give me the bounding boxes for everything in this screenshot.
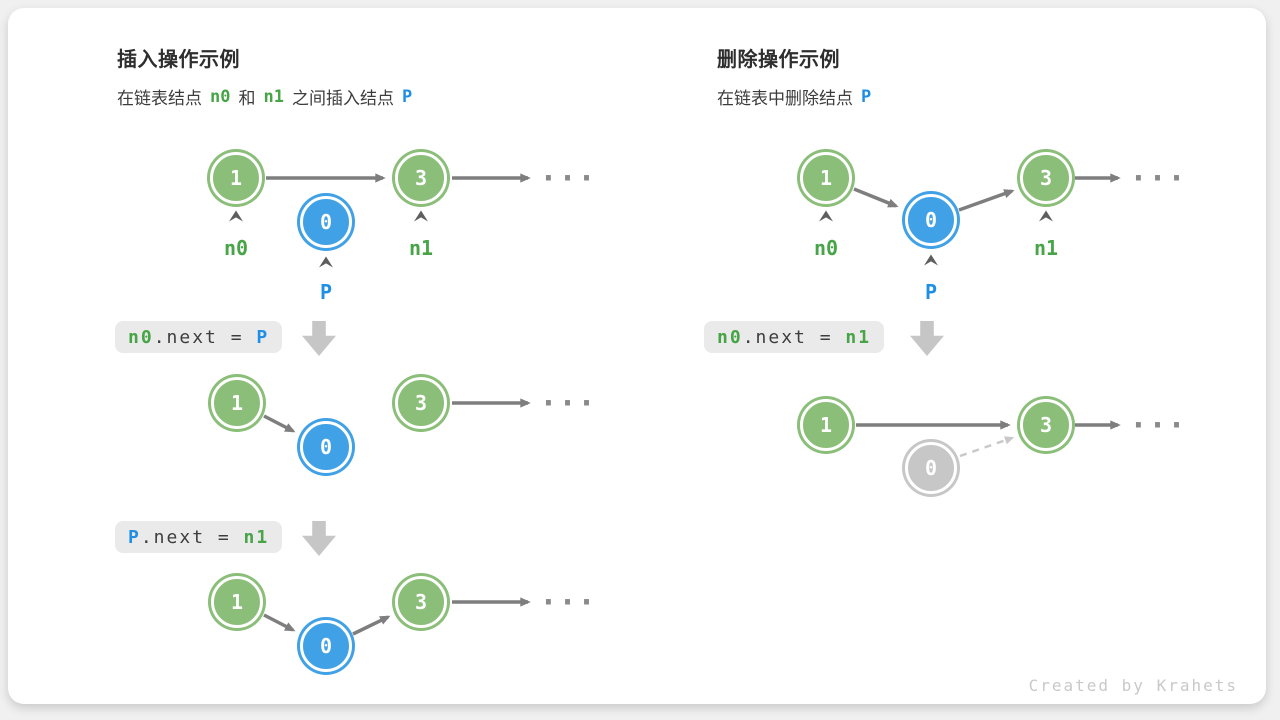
caret-up-icon — [924, 254, 938, 266]
code-lhs: P — [128, 526, 141, 548]
node-value: 3 — [414, 590, 428, 614]
caret-up-icon — [1039, 210, 1053, 222]
insert-subtitle: 在链表结点 n0 和 n1 之间插入结点 P — [117, 84, 420, 109]
insert-code2-chip: P.next = n1 — [115, 521, 283, 553]
node-value: 0 — [924, 208, 938, 232]
code-lhs: n0 — [128, 326, 154, 348]
node-value: 0 — [319, 435, 333, 459]
code-mid: .next = — [140, 526, 244, 548]
remove-r1-node-p: 0 — [905, 194, 957, 246]
remove-r2-node-n1: 3 — [1020, 399, 1072, 451]
insert-r2-node-n0: 1 — [211, 377, 263, 429]
insert-r3-node-n0: 1 — [211, 576, 263, 628]
insert-r3-node-p: 0 — [300, 620, 352, 672]
remove-r2-node-n0: 1 — [800, 399, 852, 451]
insert-subtitle-p: P — [401, 86, 413, 107]
remove-r2-node-p-removed: 0 — [905, 442, 957, 494]
insert-r1-node-p: 0 — [300, 196, 352, 248]
node-value: 3 — [1039, 166, 1053, 190]
code-rhs: n1 — [845, 326, 872, 348]
ellipsis: ... — [1129, 153, 1187, 189]
node-value: 1 — [230, 391, 244, 415]
insert-subtitle-n1: n1 — [263, 86, 284, 107]
remove-subtitle: 在链表中删除结点 P — [717, 84, 879, 109]
node-value: 3 — [1039, 413, 1053, 437]
code-mid: .next = — [153, 326, 257, 348]
remove-subtitle-pre: 在链表中删除结点 — [717, 89, 853, 108]
code-lhs: n0 — [717, 326, 743, 348]
remove-r1-label-n0: n0 — [813, 236, 839, 260]
insert-code1-chip: n0.next = P — [115, 321, 283, 353]
diagram-card — [8, 8, 1266, 704]
insert-r1-node-n1: 3 — [395, 152, 447, 204]
node-value: 1 — [819, 413, 833, 437]
node-value: 1 — [230, 590, 244, 614]
insert-subtitle-and: 和 — [238, 89, 256, 108]
remove-r1-node-n1: 3 — [1020, 152, 1072, 204]
code-rhs: P — [256, 326, 270, 348]
ellipsis: ... — [1129, 400, 1187, 436]
node-value: 0 — [924, 456, 938, 480]
insert-r2-node-p: 0 — [300, 421, 352, 473]
insert-r1-node-n0: 1 — [210, 152, 262, 204]
ellipsis: ... — [539, 577, 597, 613]
ellipsis: ... — [539, 153, 597, 189]
credit-text: Created by Krahets — [1028, 676, 1238, 695]
remove-r1-label-p: P — [924, 280, 938, 304]
code-mid: .next = — [742, 326, 846, 348]
remove-code1-chip: n0.next = n1 — [704, 321, 885, 353]
insert-r1-label-n0: n0 — [223, 236, 249, 260]
node-value: 1 — [229, 166, 243, 190]
caret-up-icon — [319, 256, 333, 268]
node-value: 1 — [819, 166, 833, 190]
code-rhs: n1 — [243, 526, 270, 548]
remove-subtitle-p: P — [861, 86, 872, 107]
node-value: 3 — [414, 166, 428, 190]
insert-title: 插入操作示例 — [117, 49, 240, 71]
remove-title: 删除操作示例 — [717, 49, 840, 71]
remove-r1-node-n0: 1 — [800, 152, 852, 204]
node-value: 3 — [414, 391, 428, 415]
insert-subtitle-post: 之间插入结点 — [291, 89, 394, 108]
insert-r1-label-p: P — [319, 280, 333, 304]
insert-r1-label-n1: n1 — [408, 236, 434, 260]
insert-r2-node-n1: 3 — [395, 377, 447, 429]
insert-subtitle-n0: n0 — [210, 86, 231, 107]
caret-up-icon — [229, 210, 243, 222]
insert-r3-node-n1: 3 — [395, 576, 447, 628]
caret-up-icon — [819, 210, 833, 222]
remove-r1-label-n1: n1 — [1033, 236, 1059, 260]
node-value: 0 — [319, 210, 333, 234]
node-value: 0 — [319, 634, 333, 658]
caret-up-icon — [414, 210, 428, 222]
insert-subtitle-pre: 在链表结点 — [117, 89, 202, 108]
ellipsis: ... — [539, 378, 597, 414]
